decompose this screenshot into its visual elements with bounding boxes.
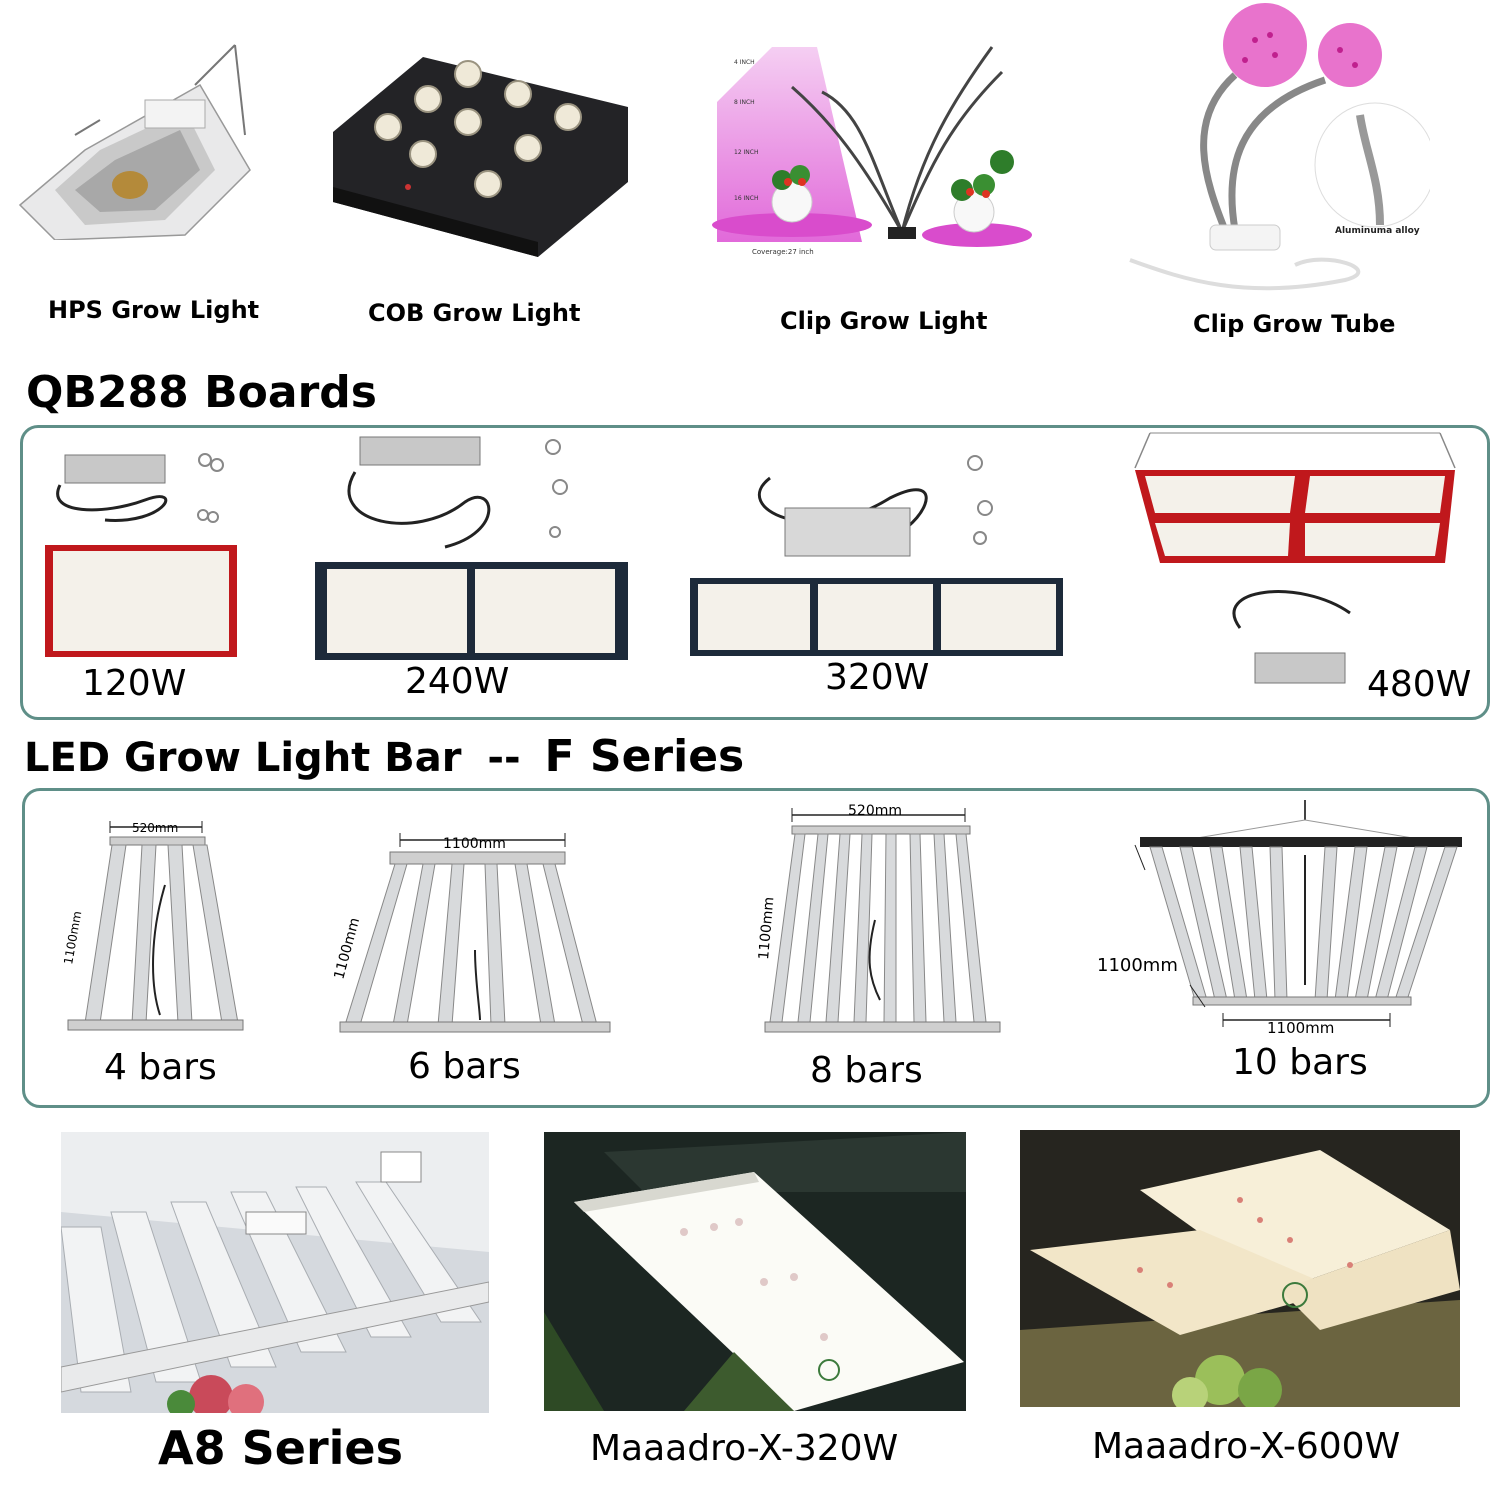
clip-height-4: 4 INCH — [734, 59, 755, 66]
f-series-6-bars-label: 6 bars — [408, 1046, 521, 1087]
maaadro-x-600w-photo — [1020, 1130, 1460, 1407]
clip-grow-light-image: 4 INCH 8 INCH 12 INCH 16 INCH Coverage:2… — [712, 42, 1042, 260]
maaadro-x-320w-label: Maaadro-X-320W — [590, 1428, 899, 1469]
f10-dim-top: 1100mm — [1267, 1019, 1334, 1037]
qb288-120w-label: 120W — [82, 663, 187, 704]
qb288-120w-image — [45, 445, 245, 660]
clip-grow-tube-image: Aluminuma alloy — [1125, 0, 1430, 300]
f8-dim-side: 1100mm — [756, 896, 777, 960]
f-series-10-bars-label: 10 bars — [1232, 1042, 1368, 1083]
f-series-4-bars-label: 4 bars — [104, 1047, 217, 1088]
hps-grow-light-image — [15, 40, 260, 240]
qb288-240w-image — [315, 432, 630, 662]
f-series-10-bars-image: 1100mm 1100mm — [1095, 795, 1470, 1040]
a8-series-photo — [61, 1132, 489, 1413]
qb288-480w-image — [1130, 428, 1460, 693]
clip-height-12: 12 INCH — [734, 149, 759, 156]
tube-note: Aluminuma alloy — [1335, 226, 1420, 236]
f8-dim-top: 520mm — [848, 803, 902, 819]
qb288-title: QB288 Boards — [26, 367, 377, 418]
f4-dim-top: 520mm — [132, 821, 178, 835]
f-series-title-right: F Series — [544, 731, 745, 782]
f-series-title: LED Grow Light Bar -- F Series — [24, 731, 744, 782]
f6-dim-top: 1100mm — [443, 836, 506, 852]
f4-dim-side: 1100mm — [61, 910, 84, 966]
f10-dim-side: 1100mm — [1097, 955, 1178, 976]
f-series-title-left: LED Grow Light Bar — [24, 735, 462, 781]
f-series-panel — [22, 788, 1490, 1108]
clip-coverage: Coverage:27 inch — [752, 248, 814, 256]
f-series-8-bars-label: 8 bars — [810, 1050, 923, 1091]
maaadro-x-320w-photo — [544, 1132, 966, 1411]
f-series-6-bars-image: 1100mm 1100mm — [315, 830, 615, 1040]
qb288-panel — [20, 425, 1490, 720]
clip-height-16: 16 INCH — [734, 195, 759, 202]
cob-label: COB Grow Light — [368, 299, 581, 327]
f-series-title-sep: -- — [487, 735, 521, 781]
cob-grow-light-image — [328, 52, 628, 257]
qb288-480w-label: 480W — [1367, 664, 1472, 705]
clip-height-8: 8 INCH — [734, 99, 755, 106]
qb288-320w-image — [690, 438, 1065, 658]
f-series-4-bars-image: 520mm 1100mm — [50, 815, 250, 1040]
f6-dim-side: 1100mm — [331, 916, 363, 981]
hps-label: HPS Grow Light — [48, 296, 260, 324]
maaadro-x-600w-label: Maaadro-X-600W — [1092, 1426, 1401, 1467]
a8-series-label: A8 Series — [158, 1421, 403, 1475]
f-series-8-bars-image: 520mm 1100mm — [740, 800, 1005, 1040]
tube-label: Clip Grow Tube — [1193, 310, 1396, 338]
qb288-320w-label: 320W — [825, 657, 930, 698]
clip-label: Clip Grow Light — [780, 307, 988, 335]
qb288-240w-label: 240W — [405, 661, 510, 702]
